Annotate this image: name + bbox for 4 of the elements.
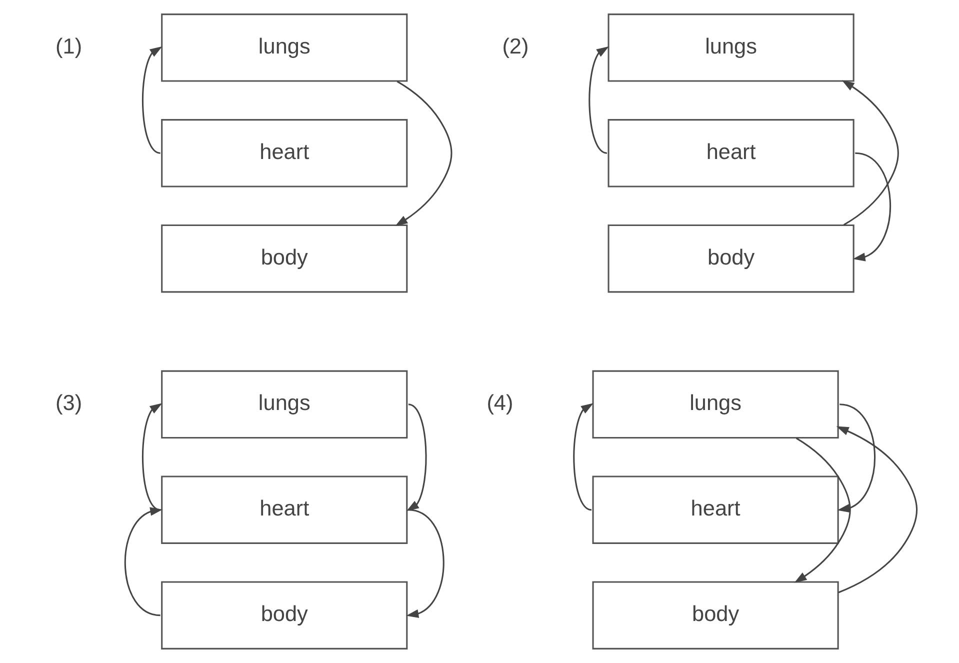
- label: (4): [486, 390, 513, 416]
- label: (2): [502, 33, 528, 58]
- label: (1): [55, 33, 82, 58]
- label: (3): [55, 390, 82, 416]
